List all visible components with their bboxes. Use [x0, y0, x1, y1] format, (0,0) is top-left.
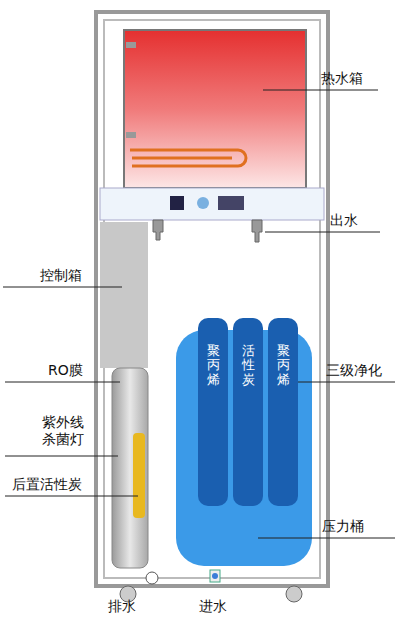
part-label: 后置活性炭 [12, 476, 82, 493]
part-label: RO膜 [48, 362, 83, 379]
filter-label: 聚丙烯 [277, 344, 290, 387]
filter-label: 聚丙烯 [207, 344, 220, 387]
part-label: 出水 [330, 212, 358, 229]
part-label: 控制箱 [40, 267, 82, 284]
part-label: 紫外线杀菌灯 [40, 414, 85, 448]
part-label: 排水 [108, 598, 136, 615]
filter-label: 活性炭 [242, 344, 255, 387]
part-label: 压力桶 [322, 518, 364, 535]
part-label: 进水 [199, 598, 227, 615]
part-label: 三级净化 [326, 362, 382, 379]
filter-cartridge: 活性炭 [233, 318, 263, 506]
filter-cartridge: 聚丙烯 [268, 318, 298, 506]
filter-cartridge: 聚丙烯 [198, 318, 228, 506]
part-label: 热水箱 [321, 70, 363, 87]
